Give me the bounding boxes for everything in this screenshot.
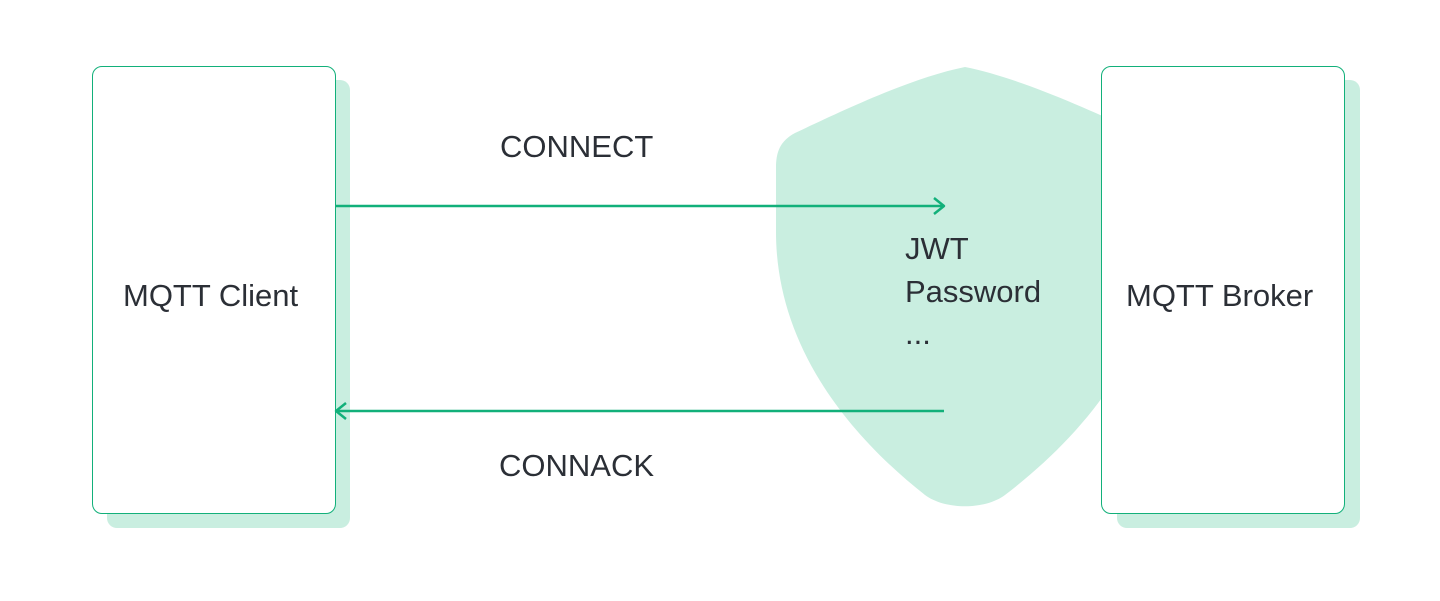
mqtt-client-label: MQTT Client [123,278,299,313]
shield-line-jwt: JWT [905,231,969,266]
arrow-head-right-icon [933,197,946,215]
connect-label: CONNECT [500,129,654,164]
shield-shape [776,67,1160,507]
connack-label: CONNACK [499,448,655,483]
shield-line-ellipsis: ... [905,316,931,351]
shield-line-password: Password [905,274,1042,309]
mqtt-broker-box [1101,66,1345,514]
arrow-head-left-icon [334,402,347,420]
mqtt-client-box [92,66,336,514]
mqtt-broker-label: MQTT Broker [1126,278,1314,313]
connect-arrow [336,197,946,215]
connack-arrow [334,402,944,420]
